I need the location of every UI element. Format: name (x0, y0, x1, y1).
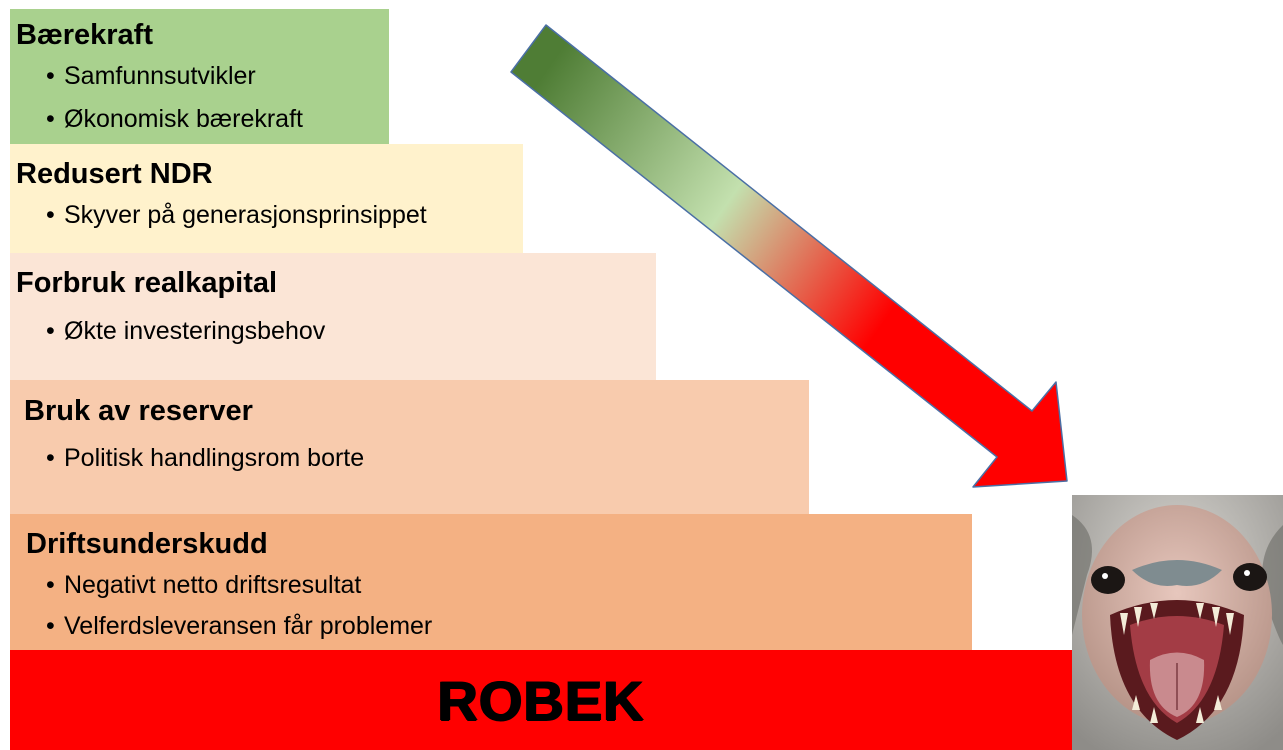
step-forbruk-realkapital: Forbruk realkapital Økte investeringsbeh… (10, 253, 656, 380)
ostrich-icon (1072, 495, 1283, 750)
step-title: Bærekraft (16, 19, 153, 51)
bullet-item: Negativt netto driftsresultat (26, 573, 972, 599)
step-bruk-av-reserver: Bruk av reserver Politisk handlingsrom b… (10, 380, 809, 514)
bullet-item: Økte investeringsbehov (16, 319, 656, 345)
step-redusert-ndr: Redusert NDR Skyver på generasjonsprinsi… (10, 144, 523, 253)
bullet-list: Politisk handlingsrom borte (24, 446, 809, 472)
bullet-item: Politisk handlingsrom borte (24, 446, 809, 472)
bullet-item: Skyver på generasjonsprinsippet (16, 203, 523, 229)
step-title: Forbruk realkapital (16, 267, 278, 299)
robek-bar: ROBEK (10, 650, 1072, 750)
step-title: Driftsunderskudd (26, 528, 268, 560)
bullet-item: Økonomisk bærekraft (16, 107, 389, 133)
robek-label: ROBEK (437, 668, 645, 732)
step-title: Bruk av reserver (24, 395, 253, 427)
step-baerekraft: Bærekraft Samfunnsutvikler Økonomisk bær… (10, 9, 389, 144)
step-driftsunderskudd: Driftsunderskudd Negativt netto driftsre… (10, 514, 972, 650)
bullet-list: Negativt netto driftsresultat Velferdsle… (26, 573, 972, 640)
bullet-item: Samfunnsutvikler (16, 64, 389, 90)
bullet-list: Økte investeringsbehov (16, 319, 656, 345)
bullet-item: Velferdsleveransen får problemer (26, 614, 972, 640)
step-title: Redusert NDR (16, 158, 213, 190)
bullet-list: Skyver på generasjonsprinsippet (16, 203, 523, 229)
bullet-list: Samfunnsutvikler Økonomisk bærekraft (16, 64, 389, 133)
